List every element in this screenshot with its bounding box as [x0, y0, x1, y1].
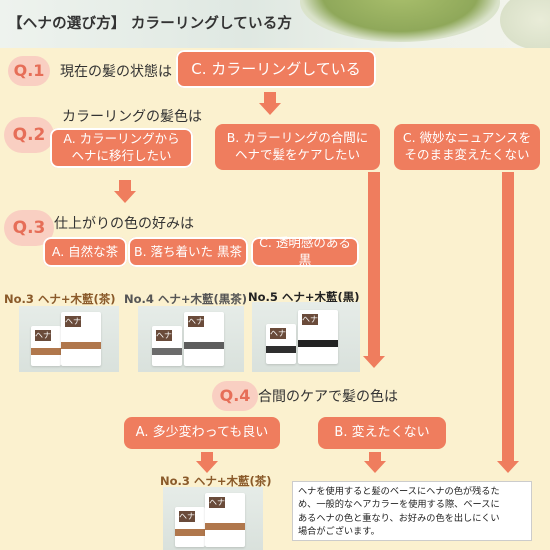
notice-line: あるヘナの色と重なり、お好みの色を出しにくい — [298, 512, 500, 524]
arrow-down-icon — [363, 356, 385, 368]
bowl-image — [500, 0, 550, 48]
q4-product-label: No.3 ヘナ+木藍(茶) — [160, 474, 272, 488]
q2-option-a-line1: A. カラーリングから — [63, 131, 180, 147]
q3-option-b-button[interactable]: B. 落ち着いた 黒茶 — [128, 237, 248, 267]
q2-option-a-line2: ヘナに移行したい — [71, 148, 172, 163]
product-label-no4: No.4 ヘナ+木藍(黒茶) — [124, 292, 248, 306]
powder-bowl-image — [300, 0, 500, 42]
q2-option-b-line1: B. カラーリングの合間に — [226, 130, 369, 146]
arrow-down-icon — [497, 461, 519, 473]
q2-badge: Q.2 — [4, 117, 54, 153]
notice-line: め、一般的なヘアカラーを使用する際、ベースに — [298, 499, 500, 511]
product-image-no4: ヘナ ヘナ — [138, 306, 244, 372]
arrow-down-icon — [114, 191, 136, 203]
q4-option-a-button[interactable]: A. 多少変わっても良い — [124, 417, 280, 449]
q3-option-a-button[interactable]: A. 自然な茶 — [43, 237, 127, 267]
q2-option-c-line2: そのまま変えたくない — [404, 147, 530, 162]
product-image-no5: ヘナ ヘナ — [252, 302, 360, 372]
arrow-down-icon — [196, 461, 218, 473]
arrow-shaft — [502, 172, 514, 462]
notice-line: 場合がございます。 — [298, 526, 380, 538]
q4-badge: Q.4 — [212, 381, 258, 411]
arrow-shaft — [264, 92, 276, 104]
arrow-shaft — [368, 172, 380, 358]
q2-option-c-line1: C. 微妙なニュアンスを — [402, 130, 532, 146]
notice-line: ヘナを使用すると髪のベースにヘナの色が残るた — [298, 486, 500, 497]
page-title: 【ヘナの選び方】 カラーリングしている方 — [8, 16, 293, 32]
q3-badge: Q.3 — [4, 210, 54, 246]
q1-answer-button[interactable]: C. カラーリングしている — [176, 50, 376, 88]
q2-option-b-line2: ヘナで髪をケアしたい — [234, 147, 360, 162]
q2-option-b-button[interactable]: B. カラーリングの合間に ヘナで髪をケアしたい — [215, 124, 380, 170]
q2-option-a-button[interactable]: A. カラーリングから ヘナに移行したい — [50, 128, 193, 168]
q1-question: 現在の髪の状態は — [60, 64, 172, 80]
arrow-down-icon — [259, 103, 281, 115]
arrow-shaft — [119, 180, 131, 192]
q4-option-b-button[interactable]: B. 変えたくない — [318, 417, 446, 449]
arrow-shaft — [201, 452, 213, 462]
q4-question: 合間のケアで髪の色は — [258, 389, 398, 405]
notice-box: ヘナを使用すると髪のベースにヘナの色が残るた め、一般的なヘアカラーを使用する際… — [292, 481, 532, 541]
arrow-shaft — [369, 452, 381, 462]
q4-product-image: ヘナ ヘナ — [163, 487, 263, 550]
header-photo — [0, 0, 550, 48]
product-label-no5: No.5 ヘナ+木藍(黒) — [248, 290, 360, 304]
q3-option-c-button[interactable]: C. 透明感のある黒 — [251, 235, 359, 267]
arrow-down-icon — [364, 461, 386, 473]
product-image-no3: ヘナ ヘナ — [19, 306, 119, 372]
q2-question: カラーリングの髪色は — [62, 109, 202, 125]
product-label-no3: No.3 ヘナ+木藍(茶) — [4, 292, 116, 306]
q1-badge: Q.1 — [8, 56, 50, 86]
q3-question: 仕上がりの色の好みは — [54, 216, 194, 232]
q2-option-c-button[interactable]: C. 微妙なニュアンスを そのまま変えたくない — [394, 124, 540, 170]
